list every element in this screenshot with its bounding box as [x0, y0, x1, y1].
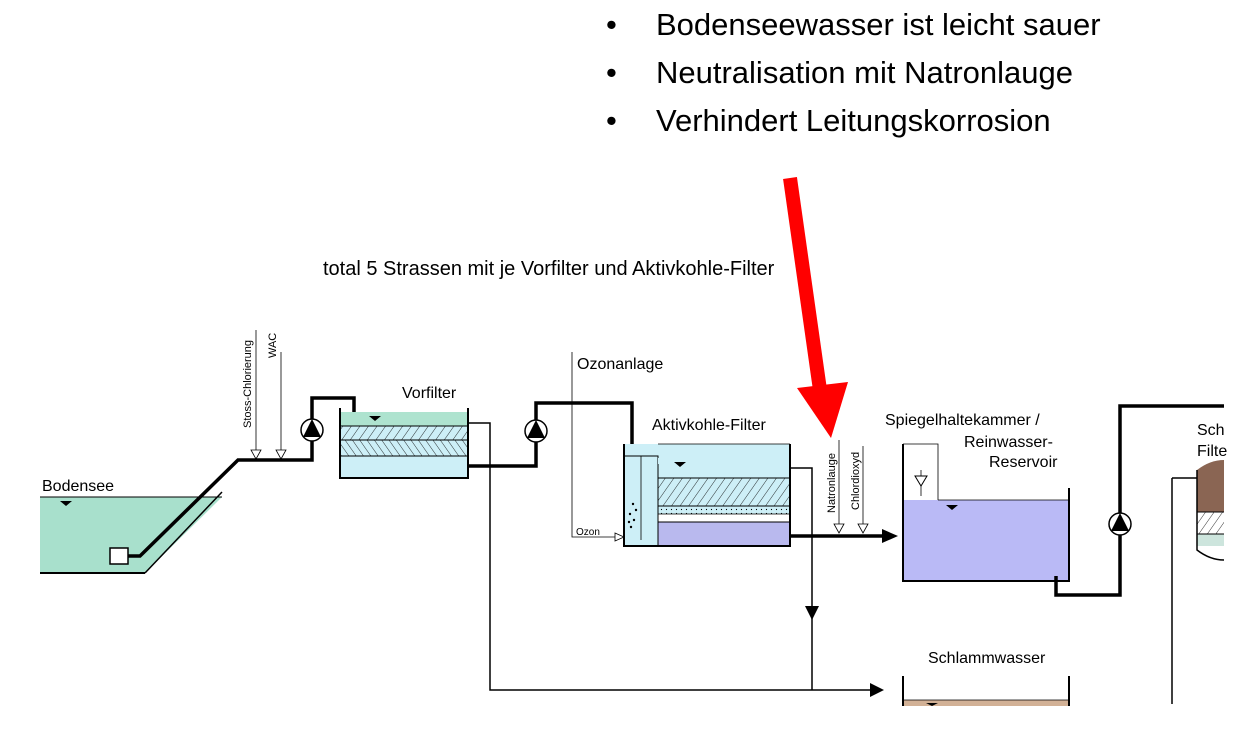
pipe-vorfilter-to-aktivkohle — [468, 401, 634, 468]
label-wac: WAC — [267, 333, 279, 358]
label-schlammwasser: Schlammwasser — [928, 650, 1046, 667]
ozonanlage: Ozonanlage Ozon — [571, 352, 663, 542]
label-natronlauge: Natronlauge — [826, 453, 838, 513]
ozone-bubbles — [627, 502, 638, 529]
label-ozonanlage: Ozonanlage — [577, 356, 663, 373]
reservoir-tank: Spiegelhaltekammer / Reinwasser- Reservo… — [885, 412, 1070, 582]
lake-bodensee: Bodensee — [40, 478, 223, 574]
bullet-icon: • — [606, 7, 617, 42]
bullet-icon: • — [606, 103, 617, 138]
bullet-text-1: Bodenseewasser ist leicht sauer — [656, 7, 1101, 42]
label-reservoir-line3: Reservoir — [989, 454, 1058, 471]
label-next-filter-line2: Filte — [1197, 443, 1227, 460]
pump-icon — [1108, 512, 1132, 536]
water-surface-icon — [674, 462, 686, 467]
label-aktivkohle-filter: Aktivkohle-Filter — [652, 417, 766, 434]
water-surface-icon — [60, 501, 72, 506]
bullet-list: • Bodenseewasser ist leicht sauer • Neut… — [606, 7, 1101, 138]
dosing-natronlauge-chlordioxyd: Natronlauge Chlordioxyd — [826, 440, 869, 534]
label-reservoir-line2: Reinwasser- — [964, 434, 1053, 451]
vorfilter-tank: Vorfilter — [339, 385, 469, 479]
arrow-down-icon — [797, 382, 848, 438]
label-ozon: Ozon — [576, 527, 600, 538]
water-surface-icon — [369, 416, 381, 421]
arrow-right-icon — [882, 529, 898, 543]
backwash-line-vorfilter — [468, 422, 878, 691]
label-chlordioxyd: Chlordioxyd — [850, 452, 862, 510]
dosing-stoss-wac: Stoss-Chlorierung WAC — [242, 330, 287, 460]
intake-box — [109, 547, 129, 565]
schlammwasser-tank: Schlammwasser — [902, 650, 1070, 706]
bullet-text-2: Neutralisation mit Natronlauge — [656, 55, 1073, 90]
label-vorfilter: Vorfilter — [402, 385, 457, 402]
bullet-text-3: Verhindert Leitungskorrosion — [656, 103, 1051, 138]
label-next-filter-line1: Sch — [1197, 422, 1225, 439]
arrow-right-icon — [870, 683, 884, 697]
next-filter-tank: Sch Filte — [1196, 422, 1227, 561]
bullet-icon: • — [606, 55, 617, 90]
label-reservoir-line1: Spiegelhaltekammer / — [885, 412, 1040, 429]
red-callout-arrow — [783, 177, 848, 438]
intake-pipe — [128, 396, 356, 558]
pump-icon — [300, 418, 324, 442]
pump-icon — [524, 419, 548, 443]
label-stoss-chlorierung: Stoss-Chlorierung — [242, 340, 254, 428]
aktivkohle-filter-tank: Aktivkohle-Filter — [623, 417, 791, 547]
label-bodensee: Bodensee — [42, 478, 114, 495]
diagram-caption: total 5 Strassen mit je Vorfilter und Ak… — [323, 258, 775, 280]
backwash-line-aktivkohle — [790, 467, 813, 690]
pipe-to-next-filter — [1054, 404, 1224, 597]
water-surface-icon — [946, 505, 958, 510]
arrow-down-icon — [805, 606, 819, 620]
